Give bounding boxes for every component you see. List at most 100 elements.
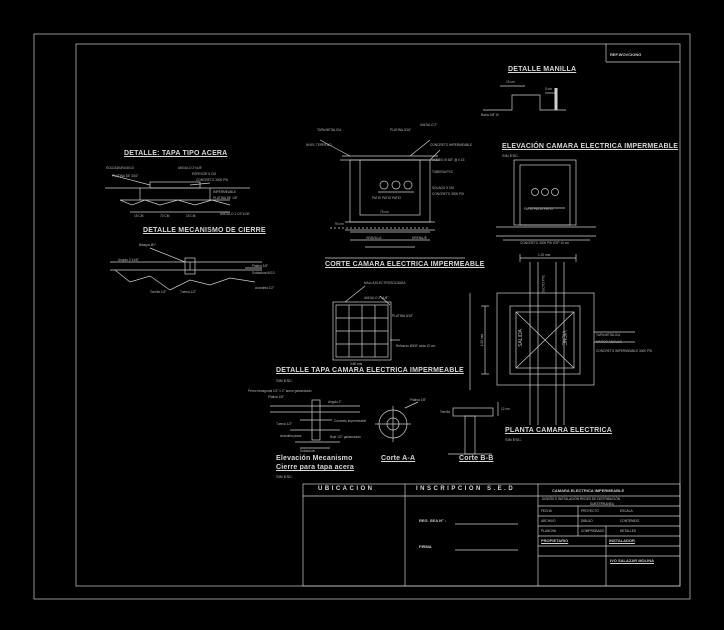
ref-tag: REF.WOVCIONG: [610, 52, 642, 57]
row3-a: PLANCHA: [541, 529, 557, 533]
corte-title: CORTE CAMARA ELECTRICA IMPERMEABLE: [325, 261, 485, 268]
tapa-acera-note-1: SOLDADURA 6013: [106, 166, 134, 170]
row1-a: FECHA: [541, 509, 552, 513]
cierre-note-4: Tuerca 1/2": [276, 422, 293, 426]
firma-label: FIRMA: [419, 544, 432, 549]
planta-scale: SIN ESC.: [505, 437, 523, 442]
firm-name: IVO SALAZAR MOLINA: [610, 558, 654, 563]
mecanismo-note-2: Angulo 2"x1/8": [118, 258, 139, 262]
title-block-frame: [302, 483, 681, 587]
planta-side-left: SALIDA: [517, 329, 524, 347]
row1-b: PROYECTO: [581, 509, 599, 513]
planta-drawing: [469, 262, 635, 425]
cierre-note-6: Arandela plana: [280, 434, 302, 438]
project-subtitle-2: SUBTERRANEA: [590, 502, 614, 506]
tapa-camara-note-1: MALLA ELECTROSOLDADA: [364, 281, 406, 285]
tapa-camara-drawing: [332, 285, 400, 361]
mecanismo-note-1: Bisagra Ø1": [139, 243, 157, 247]
corte-note-7: TUBERIA PVC: [432, 170, 454, 174]
mecanismo-note-5: Tornillo 1/2": [150, 290, 167, 294]
row3-c: DETALLES: [620, 529, 637, 533]
corte-aa-drawing: [375, 401, 419, 442]
corte-bb-note: Tornillo: [440, 410, 451, 414]
tapa-camara-scale: SIN ESC.: [276, 378, 294, 383]
manilla-drawing: [483, 85, 566, 111]
corte-note-4: NIVEL TERRENO: [306, 143, 332, 147]
corte-note-10: GRAVILLA: [366, 236, 382, 240]
tapa-acera-dim-3: 15 CM: [186, 214, 196, 218]
corte-aa-title: Corte A-A: [381, 455, 416, 462]
row3-b: COMPROBADO: [581, 529, 605, 533]
elevacion-drawing: [496, 159, 596, 262]
propietario-label: PROPIETARIO: [541, 538, 569, 543]
corte-note-8: SOLADO 5 CM: [432, 186, 454, 190]
tapa-acera-dim-1: 15 CM: [134, 214, 144, 218]
corte-note-9: CONCRETO 3000 PSI: [432, 192, 465, 196]
cierre-title-2: Cierre para tapa acera: [276, 464, 354, 471]
inscripcion-header: INSCRIPCION S.E.D: [416, 486, 516, 492]
cierre-scale: SIN ESC.: [276, 474, 294, 479]
corte-height: 90 cm: [335, 222, 344, 226]
cierre-note-2: Platina 1/8": [268, 395, 285, 399]
cierre-note-7: Buje 1/2" galvanizado: [330, 435, 361, 439]
mecanismo-note-3: Platina 1/8": [252, 264, 269, 268]
tapa-camara-note-4: Refuerzo Ø3/8" cada 10 cm: [396, 344, 436, 348]
ubicacion-header: UBICACION: [318, 486, 375, 492]
row2-a: ARCHIVO: [541, 519, 556, 523]
corte-note-11: DRENAJE: [412, 236, 427, 240]
tapa-acera-note-5: CONCRETO 3000 PSI: [196, 178, 229, 182]
corte-bb-drawing: [448, 402, 499, 455]
corte-note-6: ACERO Ø 3/8" @ 0.15: [432, 158, 465, 162]
tapa-camara-title: DETALLE TAPA CAMARA ELECTRICA IMPERMEABL…: [276, 367, 464, 374]
cierre-drawing: [270, 399, 360, 449]
planta-side-right: VIENE: [560, 330, 567, 346]
tapa-acera-drawing: [105, 174, 250, 213]
instalador-label: INSTALADOR: [609, 538, 635, 543]
row1-c: ESCALA: [620, 509, 633, 513]
planta-note-3: CONCRETO IMPERMEABLE 3000 PSI: [596, 349, 653, 353]
planta-tube-label: DUCTO PVC: [541, 274, 546, 294]
tapa-acera-note-6: IMPERMEABLE: [213, 190, 237, 194]
mecanismo-note-4: Soldadura 6013: [252, 271, 275, 275]
tapa-acera-title: DETALLE: TAPA TIPO ACERA: [124, 150, 228, 157]
tapa-camara-note-2: ANGULO 2"x1/8": [364, 296, 389, 300]
planta-note-2: MARCO ANGULO: [596, 340, 623, 344]
corte-note-5: CONCRETO IMPERMEABLE: [430, 143, 473, 147]
elevacion-title: ELEVACIÓN CAMARA ELECTRICA IMPERMEABLE: [502, 143, 679, 150]
tapa-camara-dim: 0.80 mts: [350, 362, 363, 366]
corte-bb-dim: 12 cm: [501, 407, 510, 411]
elevacion-base: CONCRETO 3000 PSI ESP 10 cm: [520, 241, 569, 245]
mecanismo-note-6: Tuerca 1/2": [180, 290, 197, 294]
elevacion-scale: SIN ESC.: [502, 153, 520, 158]
project-title: CAMARA ELECTRICA IMPERMEABLE: [552, 488, 625, 493]
manilla-note: Barra 3/8" Ø: [481, 113, 499, 117]
cierre-title-1: Elevación Mecanismo: [276, 455, 353, 462]
tapa-acera-note-2: ANGULO 2"x1/8": [178, 166, 203, 170]
mecanismo-note-7: Arandela 1/2": [255, 286, 275, 290]
tapa-acera-note-7: PLATINA DE 1/8": [213, 196, 238, 200]
planta-note-1: TAPA METALICA: [596, 333, 621, 337]
corte-camara-drawing: [319, 139, 465, 259]
row2-b: DIBUJO: [581, 519, 593, 523]
tapa-acera-note-4: ESPESOR 5 CM: [192, 172, 216, 176]
cierre-note-1: Perno hexagonal 1/2" x 2" acero galvaniz…: [248, 389, 312, 393]
row2-c: CONTENIDO: [620, 519, 640, 523]
manilla-title: DETALLE MANILLA: [508, 66, 577, 73]
reg-sea-label: REG. SEA N° :: [419, 518, 447, 523]
corte-note-3: ANGULO 2": [420, 123, 438, 127]
corte-pipes: PATIO PATIO PATIO: [372, 196, 402, 200]
planta-title: PLANTA CAMARA ELECTRICA: [505, 427, 612, 434]
mecanismo-drawing: [110, 247, 262, 291]
manilla-dim-a: 15 cm: [506, 80, 515, 84]
tapa-acera-note-3: PLATINA DE 3/16": [112, 174, 139, 178]
project-subtitle-1: DISEÑO E INSTALACIÓN REDES DE DISTRIBUCI…: [542, 497, 621, 501]
elevacion-dim: 1.20 mts: [538, 253, 551, 257]
corte-bb-title: Corte B-B: [459, 455, 494, 462]
corte-note-1: TAPA METALICA: [317, 128, 342, 132]
cierre-note-3: Angulo 2": [328, 400, 342, 404]
tapa-acera-dim-2: 70 CM: [160, 214, 170, 218]
corte-width: 75 cm: [380, 210, 389, 214]
manilla-dim-b: 5 cm: [545, 87, 552, 91]
mecanismo-title: DETALLE MECANISMO DE CIERRE: [143, 227, 266, 234]
